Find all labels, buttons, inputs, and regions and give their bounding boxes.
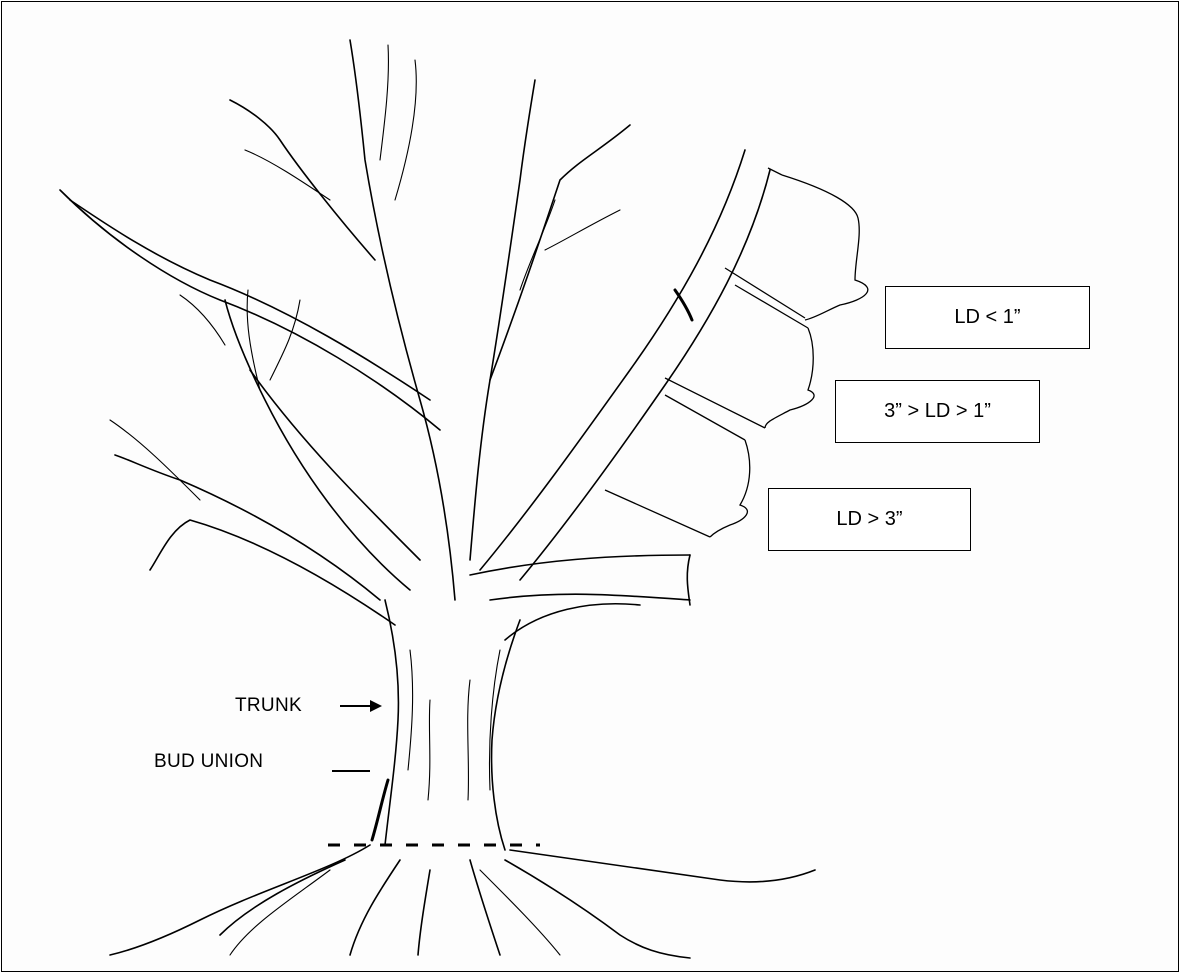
- ld-between-1-and-3-box: 3” > LD > 1”: [835, 380, 1040, 443]
- trunk-drawing: [370, 599, 521, 851]
- limb-diameter-brackets: [604, 167, 869, 538]
- ld-less-than-1-box: LD < 1”: [885, 286, 1090, 349]
- branches-drawing: [59, 39, 771, 641]
- roots-drawing: [109, 844, 816, 959]
- trunk-label: TRUNK: [235, 695, 302, 716]
- trunk-arrow: [340, 700, 382, 712]
- bud-union-label: BUD UNION: [154, 751, 264, 772]
- ld-greater-than-3-box: LD > 3”: [768, 488, 971, 551]
